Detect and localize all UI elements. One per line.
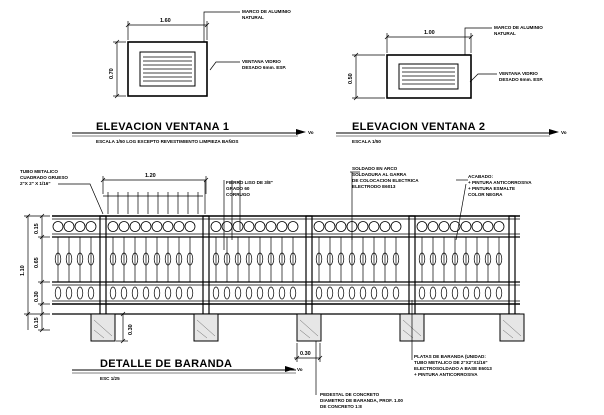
note-finish-3: + PINTURA ESMALTE bbox=[468, 186, 515, 191]
note-welded-4: ELECTRODO E6013 bbox=[352, 184, 396, 189]
window-2-north-marker: Vo bbox=[549, 129, 567, 135]
window-2-frame-note-2: NATURAL bbox=[494, 31, 516, 36]
railing-elevation bbox=[24, 171, 525, 395]
railing-middle-ovals bbox=[54, 252, 503, 266]
railing-balusters bbox=[57, 237, 500, 282]
railing-top-rings bbox=[52, 221, 505, 232]
window-2-frame bbox=[386, 54, 472, 99]
svg-text:Vo: Vo bbox=[308, 130, 314, 135]
window-2-glass-note-2: DESADO 6mm. ESP. bbox=[499, 77, 543, 82]
window-1-elevation bbox=[72, 11, 298, 137]
window-1-height-dimension bbox=[113, 39, 126, 99]
note-tube-3: 2"X 2" X 1/16" bbox=[20, 181, 51, 186]
window-2-frame-note-1: MARCO DE ALUMINIO bbox=[494, 25, 543, 30]
window-1-glass-leader bbox=[209, 61, 240, 71]
note-tube-1: TUBO METALICO bbox=[20, 169, 58, 174]
railing-leaders bbox=[58, 171, 468, 395]
window-2-title: ELEVACION VENTANA 2 bbox=[352, 121, 485, 133]
railing-middle-label: 0.65 bbox=[34, 257, 40, 268]
window-1-glass bbox=[139, 51, 196, 87]
note-rods-3: CORRUGO bbox=[226, 192, 250, 197]
note-finish-2: + PINTURA ANTICORROSIVA bbox=[468, 180, 532, 185]
railing-title: DETALLE DE BARANDA bbox=[100, 358, 232, 370]
window-1-width-label: 1.60 bbox=[160, 18, 171, 24]
railing-footings bbox=[90, 313, 525, 342]
railing-top-band-label: 0.15 bbox=[34, 223, 40, 234]
window-2-glass bbox=[398, 63, 459, 90]
window-2-glass-note-1: VENTANA VIDRIO bbox=[499, 71, 538, 76]
footing-height-dimension bbox=[116, 311, 128, 344]
window-1-glass-note-1: VENTANA VIDRIO bbox=[242, 59, 281, 64]
railing-posts bbox=[99, 215, 516, 327]
window-2-scale: ESCALA 1/50 bbox=[352, 139, 381, 144]
note-finish-4: COLOR NEGRA bbox=[468, 192, 503, 197]
window-2-width-label: 1.00 bbox=[424, 30, 435, 36]
note-welded-2: SOLDADURA AL GARRA bbox=[352, 172, 407, 177]
note-post-4: + PINTURA ANTICORROSIVA bbox=[414, 372, 478, 377]
svg-text:Vo: Vo bbox=[561, 130, 567, 135]
footing-height-label: 0.30 bbox=[128, 324, 134, 335]
note-footing-1: PEDESTAL DE CONCRETO bbox=[320, 392, 380, 397]
window-1-frame bbox=[127, 41, 208, 97]
window-2-height-label: 0.50 bbox=[348, 73, 354, 84]
svg-text:Vo: Vo bbox=[297, 367, 303, 372]
window-1-title: ELEVACION VENTANA 1 bbox=[96, 121, 229, 133]
window-1-frame-note-2: NATURAL bbox=[242, 15, 264, 20]
note-post-2: TUBO METALICO DE 2"X2"X1/16" bbox=[414, 360, 488, 365]
railing-bottom-band-label: 0.30 bbox=[34, 291, 40, 302]
note-finish-1: ACABADO: bbox=[468, 174, 493, 179]
note-footing-3: DE CONCRETO 1:8 bbox=[320, 404, 362, 409]
note-tube-2: CUADRADO GRUESO bbox=[20, 175, 68, 180]
note-post-1: PLATAS DE BARANDA (UNIDAD: bbox=[414, 354, 486, 359]
window-2-elevation bbox=[336, 27, 550, 137]
railing-spacing-ticks bbox=[100, 176, 209, 214]
footing-width-label: 0.30 bbox=[300, 351, 311, 357]
note-welded-1: SOLDADO EN ARCO bbox=[352, 166, 398, 171]
note-rods-2: GRADO 60 bbox=[226, 186, 250, 191]
window-1-north-marker: Vo bbox=[296, 129, 314, 135]
window-2-height-dimension bbox=[352, 52, 385, 101]
window-1-height-label: 0.70 bbox=[109, 68, 115, 79]
window-2-frame-leader bbox=[464, 27, 492, 55]
railing-scale: ESC 1/25 bbox=[100, 376, 120, 381]
window-1-frame-note-1: MARCO DE ALUMINIO bbox=[242, 9, 291, 14]
note-post-3: ELECTROSOLDADO A BASE E6013 bbox=[414, 366, 492, 371]
window-2-width-dimension bbox=[384, 33, 474, 53]
window-1-glass-lines bbox=[143, 56, 192, 82]
note-footing-2: DIAMETRO DE BARANDA, PROF. 1.00 bbox=[320, 398, 403, 403]
window-1-scale: ESCALA 1/50 LOG EXCEPTO REVESTIMIENTO LI… bbox=[96, 138, 238, 144]
note-rods-1: FIERRO LISO DE 3/8" bbox=[226, 180, 273, 185]
railing-height-dimensions bbox=[24, 213, 50, 333]
railing-width-label: 1.20 bbox=[145, 173, 156, 179]
window-2-glass-leader bbox=[469, 73, 497, 83]
railing-bottom-ovals bbox=[54, 286, 503, 300]
railing-total-height-label: 1.10 bbox=[20, 265, 26, 276]
railing-base-label: 0.15 bbox=[34, 317, 40, 328]
window-2-glass-lines bbox=[402, 67, 455, 85]
note-welded-3: DE COLOCACION ELECTRICA bbox=[352, 178, 419, 183]
window-1-glass-note-2: DESADO 6mm. ESP. bbox=[242, 65, 286, 70]
railing-north-marker: Vo bbox=[285, 366, 303, 372]
window-1-frame-leader bbox=[203, 11, 240, 42]
window-1-width-dimension bbox=[125, 21, 210, 40]
